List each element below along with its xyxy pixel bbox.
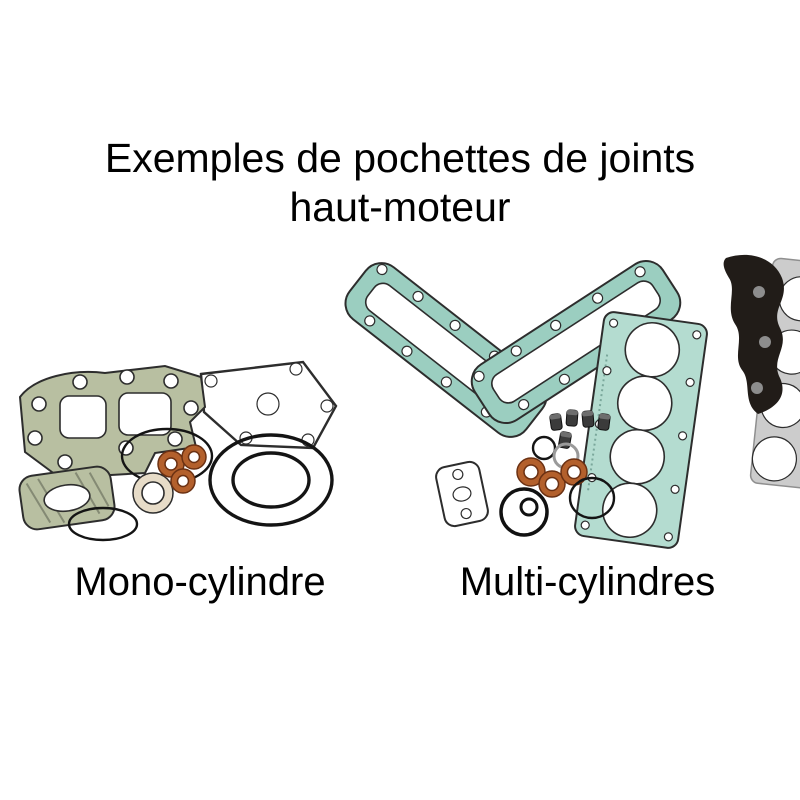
metal-head-gasket [749, 257, 800, 493]
valve-stem-seals [549, 409, 611, 449]
valve-cover-gasket-right [470, 259, 682, 425]
cylinder-base-gasket [18, 364, 207, 480]
exhaust-gasket [18, 465, 116, 531]
page-title: Exemples de pochettes de joints haut-mot… [0, 134, 800, 232]
grommet-seal [499, 487, 549, 537]
copper-washer-set [516, 442, 588, 498]
title-line-2: haut-moteur [289, 184, 511, 231]
title-line-1: Exemples de pochettes de joints [104, 135, 696, 181]
o-ring [568, 476, 616, 520]
small-gasket-outline [435, 460, 489, 528]
caption-mono-cylindre: Mono-cylindre [74, 560, 326, 604]
paper-washer [132, 472, 174, 514]
cylinder-head-gasket [574, 311, 708, 549]
o-ring-small [531, 435, 557, 461]
o-ring-small [67, 506, 139, 542]
copper-washers [157, 444, 207, 494]
mono-cylinder-gasket-kit-illustration [18, 360, 338, 542]
caption-multi-cylindres: Multi-cylindres [459, 560, 716, 604]
multi-cylinder-gasket-kit-illustration [344, 254, 800, 549]
o-ring-large [208, 433, 334, 527]
dark-engine-gasket [723, 254, 784, 414]
